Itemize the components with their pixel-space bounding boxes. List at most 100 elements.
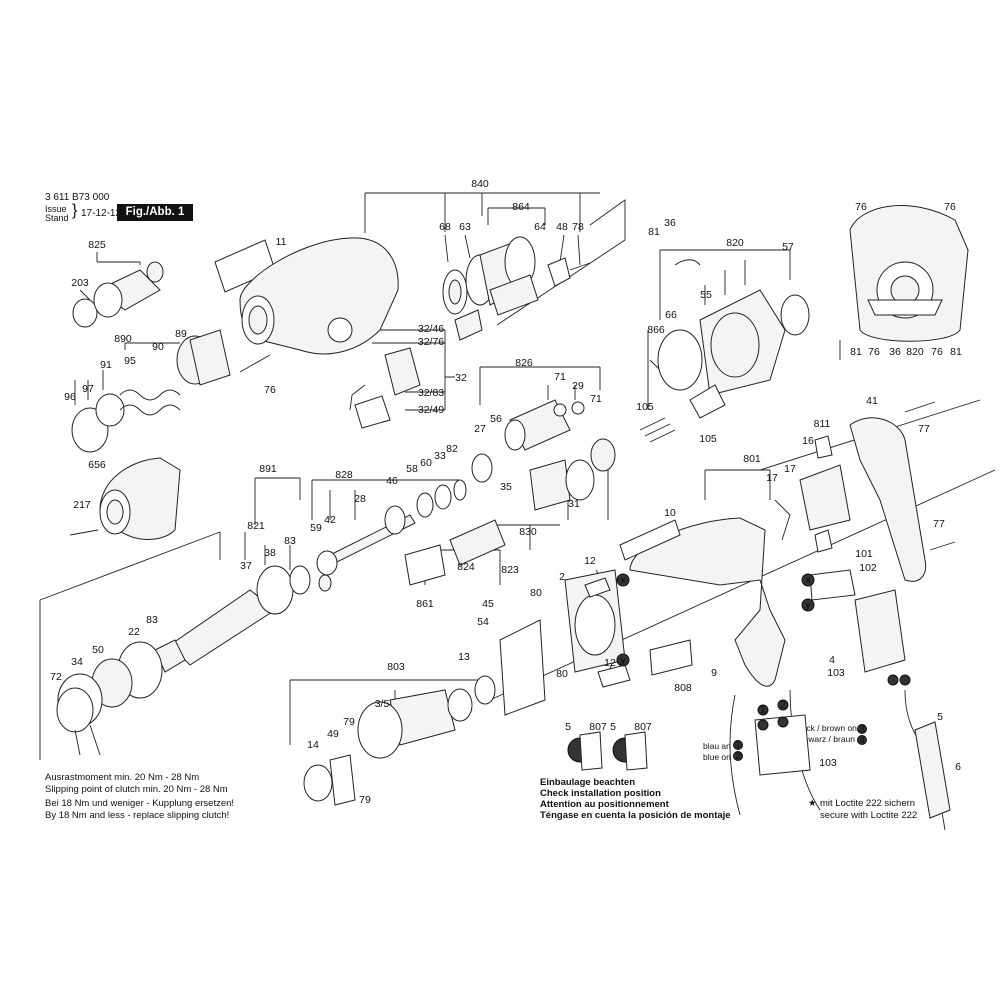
part-number-label: 2 (559, 571, 565, 583)
part-number-label: 5 (565, 721, 571, 733)
part-number-label: 3/5 (375, 698, 390, 710)
part-number-label: 217 (73, 499, 91, 511)
part-number-label: 42 (324, 514, 336, 526)
part-number-label: 807 (589, 721, 607, 733)
part-number-label: 17 (766, 472, 778, 484)
part-number-label: 54 (477, 616, 489, 628)
part-number-label: 864 (512, 201, 530, 213)
part-number-label: 2 (735, 750, 741, 762)
part-number-label: 49 (327, 728, 339, 740)
part-number-label: 29 (572, 380, 584, 392)
part-number-label: 76 (868, 346, 880, 358)
part-number-label: 46 (386, 475, 398, 487)
part-number-label: 48 (556, 221, 568, 233)
part-number-label: 72 (50, 671, 62, 683)
part-number-label: 808 (674, 682, 692, 694)
part-number-label: 27 (474, 423, 486, 435)
part-number-label: 101 (855, 548, 873, 560)
wire-note-black: black / brown on (795, 723, 857, 733)
part-number-label: 32/76 (418, 336, 444, 348)
part-number-label: 11 (276, 236, 287, 248)
part-number-label: 35 (500, 481, 512, 493)
torque-note-en: Slipping point of clutch min. 20 Nm - 28… (45, 784, 228, 795)
part-number-label: 36 (889, 346, 901, 358)
part-number-label: 866 (647, 324, 665, 336)
part-number-label: 66 (665, 309, 677, 321)
part-number-label: 12 (584, 555, 596, 567)
stand-label: Stand (45, 213, 69, 223)
part-number-label: 83 (146, 614, 158, 626)
part-number-label: 5 (937, 711, 943, 723)
wire-note-schwarz: schwarz / braun an (795, 734, 867, 744)
part-number-label: 828 (335, 469, 353, 481)
part-number-label: 6 (955, 761, 961, 773)
part-number-label: 826 (515, 357, 533, 369)
part-number-label: 820 (906, 346, 924, 358)
part-number-label: 50 (92, 644, 104, 656)
part-number-label: 9 (711, 667, 717, 679)
wire-note-blau: blau an (703, 741, 731, 751)
part-number-label: 102 (859, 562, 877, 574)
part-number-label: 103 (827, 667, 845, 679)
part-number-label: 32/46 (418, 323, 444, 335)
part-number-label: 12 (604, 657, 616, 669)
part-number-label: 824 (457, 561, 475, 573)
part-number-label: 28 (354, 493, 366, 505)
part-number-label: 22 (128, 626, 140, 638)
part-number-label: 10 (664, 507, 676, 519)
part-number-label: 3 (859, 723, 865, 735)
part-number-label: 41 (866, 395, 878, 407)
part-number-label: 801 (743, 453, 761, 465)
install-note-fr: Attention au positionnement (540, 799, 669, 810)
part-number-label: 80 (556, 668, 568, 680)
part-number-label: 1 (735, 739, 741, 751)
part-number-label: 82 (446, 443, 458, 455)
part-number-label: 32/83 (418, 387, 444, 399)
issue-label: Issue (45, 204, 67, 214)
part-number-label: 891 (259, 463, 277, 475)
part-number-label: 76 (931, 346, 943, 358)
part-number-label: 68 (439, 221, 451, 233)
part-number-label: 80 (530, 587, 542, 599)
part-number-label: 37 (240, 560, 252, 572)
wire-note-blue: blue on (703, 752, 731, 762)
part-number-label: 16 (802, 435, 814, 447)
part-number-label: 76 (264, 384, 276, 396)
part-number-label: 38 (264, 547, 276, 559)
part-number-label: 840 (471, 178, 489, 190)
part-number-label: 4 (829, 654, 835, 666)
part-number-label: 32 (455, 372, 467, 384)
part-number-label: 79 (343, 716, 355, 728)
part-number-label: 14 (307, 739, 319, 751)
torque-note-de: Ausrastmoment min. 20 Nm - 28 Nm (45, 772, 200, 783)
part-number-label: 1 (760, 704, 766, 716)
part-number-label: 71 (590, 393, 602, 405)
part-number-label: 58 (406, 463, 418, 475)
part-number-label: 203 (71, 277, 89, 289)
clutch-note-en: By 18 Nm and less - replace slipping clu… (45, 810, 230, 821)
parts-artwork (56, 205, 969, 831)
part-number-label: 83 (284, 535, 296, 547)
part-number-label: 97 (82, 383, 94, 395)
part-number-label: 59 (310, 522, 322, 534)
part-number-label: 63 (459, 221, 471, 233)
part-number-label: 2 (780, 699, 786, 711)
part-number-label: 79 (359, 794, 371, 806)
part-number-label: 91 (100, 359, 112, 371)
part-number-label: 33 (434, 450, 446, 462)
part-number-label: x (805, 575, 811, 586)
part-number-label: 55 (700, 289, 712, 301)
part-number-label: 830 (519, 526, 537, 538)
part-number-label: 60 (420, 457, 432, 469)
part-number-label: 32/49 (418, 404, 444, 416)
part-number-label: 105 (699, 433, 717, 445)
part-number-label: 807 (634, 721, 652, 733)
part-number-label: 4 (859, 734, 865, 746)
loctite-star: ★ (808, 798, 817, 809)
part-number-label: 77 (918, 423, 930, 435)
document-number: 3 611 B73 000 (45, 192, 110, 203)
part-number-label: 820 (726, 237, 744, 249)
leader-lines (39, 192, 996, 760)
part-number-label: 5 (610, 721, 616, 733)
